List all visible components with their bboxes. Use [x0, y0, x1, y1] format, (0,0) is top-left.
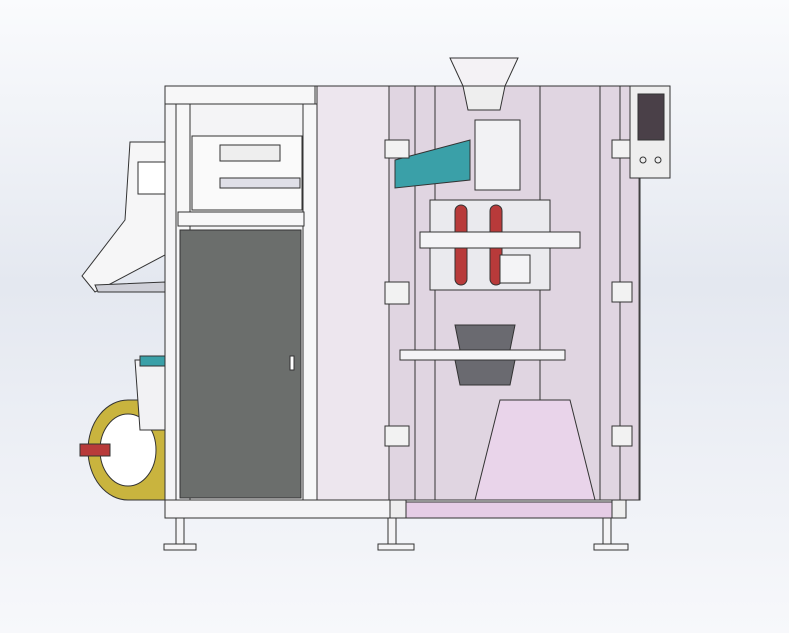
leveling-feet [163, 517, 629, 551]
pull-belt-drive [419, 199, 581, 291]
upper-mechanism [191, 135, 303, 211]
discharge-chute [474, 399, 596, 501]
side-door [179, 229, 302, 499]
forming-collar [394, 119, 521, 191]
panel-hinges [384, 139, 633, 447]
feed-hopper [449, 57, 519, 111]
base-frame [164, 499, 627, 519]
film-guide-plate [81, 141, 167, 293]
hmi-control-panel [629, 85, 671, 179]
sealing-jaws [399, 324, 566, 386]
film-unwind-arm [134, 355, 167, 431]
